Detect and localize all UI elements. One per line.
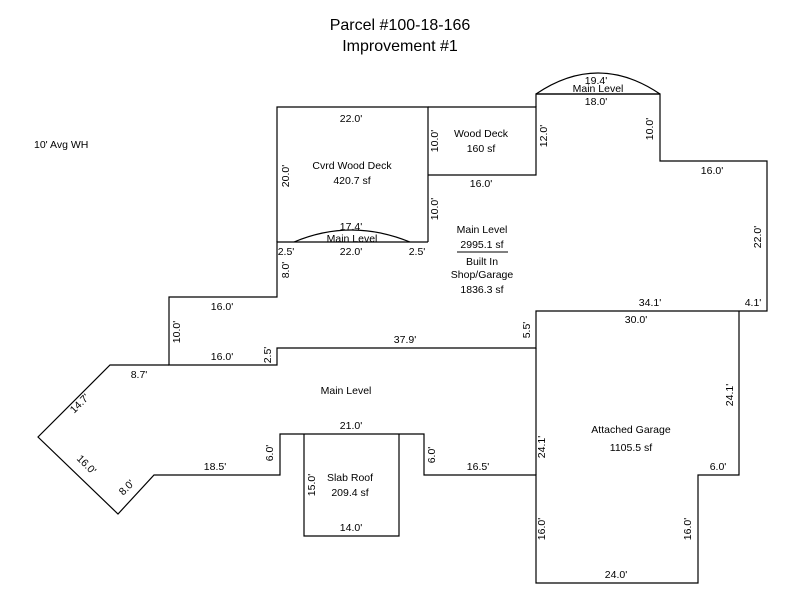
- dim-garage-lower-right: 16.0': [682, 518, 694, 540]
- dim-diag-87: 8.7': [131, 369, 148, 381]
- dim-garage-left: 24.1': [536, 436, 548, 458]
- dim-garage-bottom: 24.0': [605, 569, 627, 581]
- attached-garage-size: 1105.5 sf: [610, 442, 653, 454]
- slab-roof-name: Slab Roof: [327, 472, 373, 484]
- dim-bottom-185: 18.5': [204, 461, 226, 473]
- dim-mid-top-379: 37.9': [394, 334, 416, 346]
- cvrd-wood-deck-name: Cvrd Wood Deck: [312, 160, 392, 172]
- main-level-left-name: Main Level: [321, 385, 372, 397]
- bay-deck-name: Main Level: [327, 233, 378, 245]
- dim-garage-top-inner: 30.0': [625, 314, 647, 326]
- slab-roof-size: 209.4 sf: [331, 487, 368, 499]
- dim-bay-top-arc: 19.4': [585, 75, 607, 87]
- dim-wood-deck-bottom: 16.0': [470, 178, 492, 190]
- dim-diag-160: 16.0': [74, 453, 98, 477]
- bay-top-arc: [535, 72, 661, 95]
- dim-bay-deck-left: 2.5': [278, 246, 295, 258]
- cvrd-wood-deck-size: 420.7 sf: [333, 175, 370, 187]
- dim-slab-right-60: 6.0': [426, 447, 438, 464]
- dim-cvrd-right-lower: 10.0': [429, 198, 441, 220]
- dim-garage-lower-left: 16.0': [536, 518, 548, 540]
- diagram-title-line1: Parcel #100-18-166: [330, 17, 471, 34]
- dim-bay-deck-chord: 17.4': [340, 221, 362, 233]
- shop-garage-name-2: Shop/Garage: [451, 269, 514, 281]
- shop-garage-size: 1836.3 sf: [460, 284, 503, 296]
- dim-mid-step-55: 5.5': [521, 322, 533, 339]
- dim-bottom-165: 16.5': [467, 461, 489, 473]
- avg-wall-height-note: 10' Avg WH: [34, 139, 88, 151]
- dim-left-top-16: 16.0': [211, 301, 233, 313]
- dim-cvrd-top: 22.0': [340, 113, 362, 125]
- dim-top-right-drop: 10.0': [644, 118, 656, 140]
- wood-deck-outline: [428, 106, 537, 176]
- dim-garage-notch: 6.0': [710, 461, 727, 473]
- dim-step-right: 16.0': [701, 165, 723, 177]
- dim-diag-80: 8.0': [117, 478, 137, 498]
- dim-cvrd-right: 10.0': [429, 130, 441, 152]
- dim-left-drop-10: 10.0': [171, 321, 183, 343]
- bay-deck-arc: [293, 229, 411, 243]
- dim-bay-deck-right: 2.5': [409, 246, 426, 258]
- wood-deck-name: Wood Deck: [454, 128, 509, 140]
- dim-garage-top-right: 4.1': [745, 297, 762, 309]
- dim-left-step-25: 2.5': [262, 347, 274, 364]
- dim-left-step-8: 8.0': [280, 262, 292, 279]
- dim-garage-top-left: 34.1': [639, 297, 661, 309]
- dim-wood-deck-right: 12.0': [538, 125, 550, 147]
- dim-slab-bottom: 14.0': [340, 522, 362, 534]
- attached-garage-name: Attached Garage: [591, 424, 671, 436]
- main-level-name: Main Level: [457, 224, 508, 236]
- bay-top-name: Main Level: [573, 83, 624, 95]
- dim-bay-deck-base: 22.0': [340, 246, 362, 258]
- dim-garage-right: 24.1': [724, 384, 736, 406]
- dim-slab-side: 15.0': [306, 474, 318, 496]
- diagram-title-line2: Improvement #1: [342, 38, 458, 55]
- left-wing-outline: [37, 311, 740, 584]
- dim-slab-left-60: 6.0': [264, 445, 276, 462]
- dim-left-mid-16: 16.0': [211, 351, 233, 363]
- dim-bay-top-chord: 18.0': [585, 96, 607, 108]
- main-level-size: 2995.1 sf: [460, 239, 503, 251]
- dim-right-side: 22.0': [752, 226, 764, 248]
- shop-garage-name-1: Built In: [466, 256, 498, 268]
- dim-cvrd-left: 20.0': [280, 165, 292, 187]
- dim-slab-top: 21.0': [340, 420, 362, 432]
- dim-diag-147: 14.7': [68, 392, 92, 416]
- wood-deck-size: 160 sf: [467, 143, 496, 155]
- slab-roof-outline: [303, 434, 400, 537]
